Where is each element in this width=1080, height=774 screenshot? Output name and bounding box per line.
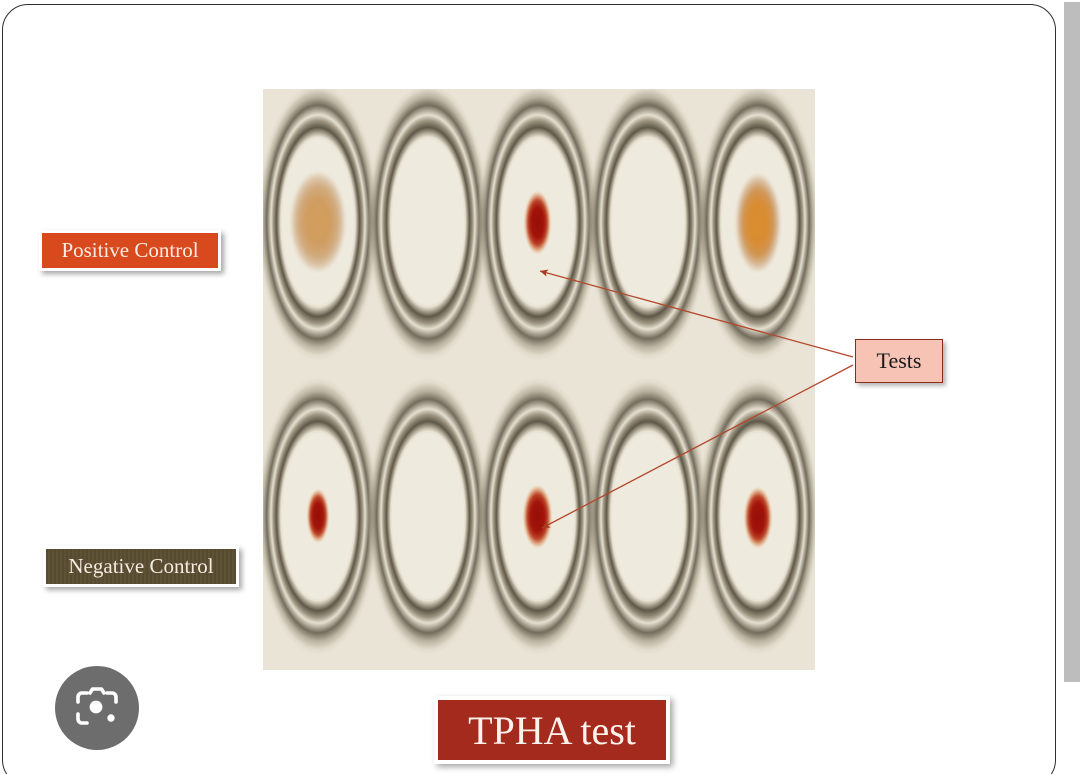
well-r1c2-interior [392,139,464,305]
well-r2c4-interior [612,433,684,599]
microtitre-plate-photo [263,89,815,670]
google-lens-button[interactable] [55,666,139,750]
well-r1c3 [477,89,599,361]
label-tests: Tests [855,339,943,383]
well-r2c1-button [307,489,329,545]
well-r2c5-button [744,487,772,551]
well-r2c2-interior [392,433,464,599]
well-r2c3-button [523,485,552,551]
label-tests-text: Tests [876,348,922,373]
well-r2c5 [697,377,815,655]
well-r2c1 [263,377,379,655]
well-r1c2 [367,89,489,361]
label-negative-control-text: Negative Control [68,554,214,578]
well-r1c4-interior [612,139,684,305]
title-banner: TPHA test [434,696,670,764]
well-r1c4 [587,89,709,361]
well-r2c3 [477,377,599,655]
label-positive-control-text: Positive Control [61,238,199,262]
well-r1c5-agglutination-mat [735,173,781,277]
well-r2c2 [367,377,489,655]
well-r1c5 [697,89,815,361]
scrollbar-track[interactable] [1064,0,1080,774]
label-positive-control: Positive Control [39,230,221,271]
camera-lens-icon [76,687,118,725]
well-r1c1-agglutination-mat [290,171,346,277]
title-banner-text: TPHA test [468,707,636,753]
scrollbar-thumb[interactable] [1064,2,1080,682]
well-r2c4 [587,377,709,655]
well-r1c1 [263,89,379,361]
content-card: Positive Control Negative Control Tests … [2,4,1056,774]
well-r1c3-button [524,191,551,257]
label-negative-control: Negative Control [43,546,239,587]
